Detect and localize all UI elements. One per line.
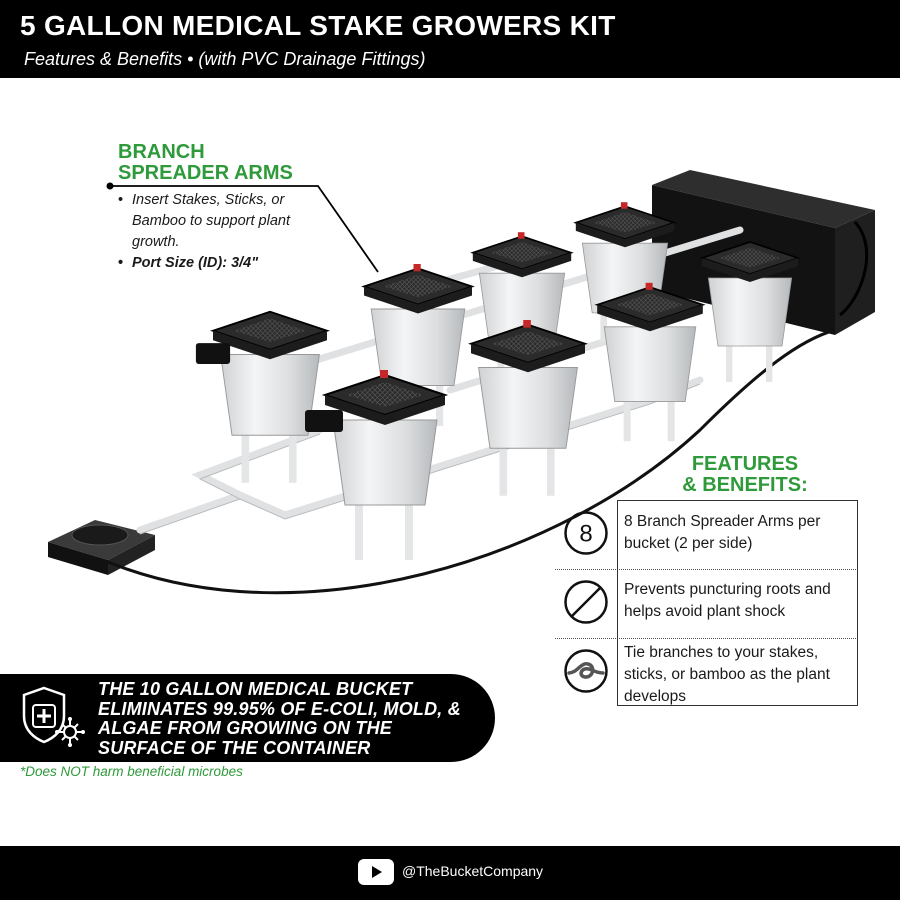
branch-arms-list: Insert Stakes, Sticks, or Bamboo to supp… [118, 190, 328, 274]
bucket-front-3 [305, 370, 449, 560]
youtube-icon[interactable] [358, 859, 394, 885]
medical-bucket-claim: THE 10 GALLON MEDICAL BUCKET ELIMINATES … [98, 679, 461, 758]
bucket-mid-1 [361, 264, 475, 426]
prohibited-icon [564, 580, 608, 624]
footer-bar: @TheBucketCompany [0, 846, 900, 900]
shield-medical-icon [22, 686, 85, 747]
bucket-mid-2 [594, 282, 706, 442]
channel-handle-link[interactable]: @TheBucketCompany [402, 863, 544, 879]
microbes-footnote: *Does NOT harm beneficial microbes [20, 764, 243, 779]
page-title: 5 GALLON MEDICAL STAKE GROWERS KIT [20, 10, 616, 41]
feature-row: Prevents puncturing roots and helps avoi… [555, 569, 858, 638]
feature-row: 8 8 Branch Spreader Arms per bucket (2 p… [555, 500, 858, 569]
knot-icon [564, 649, 608, 693]
feature-text: Prevents puncturing roots and helps avoi… [624, 581, 831, 620]
bucket-front-1 [195, 310, 331, 483]
feature-text: Tie branches to your stakes, sticks, or … [624, 644, 830, 705]
feature-text: 8 Branch Spreader Arms per bucket (2 per… [624, 513, 821, 552]
drain-hose [107, 328, 836, 595]
features-table: 8 8 Branch Spreader Arms per bucket (2 p… [555, 500, 858, 706]
header-bar: 5 GALLON MEDICAL STAKE GROWERS KIT Featu… [0, 0, 900, 78]
feature-row: Tie branches to your stakes, sticks, or … [555, 638, 858, 706]
medical-bucket-banner: THE 10 GALLON MEDICAL BUCKET ELIMINATES … [0, 674, 495, 762]
branch-arms-title: BRANCH SPREADER ARMS [118, 141, 293, 184]
port-size-bullet: Port Size (ID): 3/4" [118, 253, 328, 274]
bucket-back-3 [699, 241, 801, 382]
branch-arms-bullet: Insert Stakes, Sticks, or Bamboo to supp… [118, 190, 328, 253]
branch-arms-callout-line [106, 182, 379, 273]
bucket-front-2 [467, 320, 589, 496]
svg-text:8: 8 [579, 521, 592, 548]
number-8-circle-icon: 8 [564, 511, 608, 555]
features-title: FEATURES & BENEFITS: [682, 453, 808, 496]
page-subtitle: Features & Benefits • (with PVC Drainage… [24, 49, 426, 69]
grow-system-illustration [48, 170, 875, 595]
